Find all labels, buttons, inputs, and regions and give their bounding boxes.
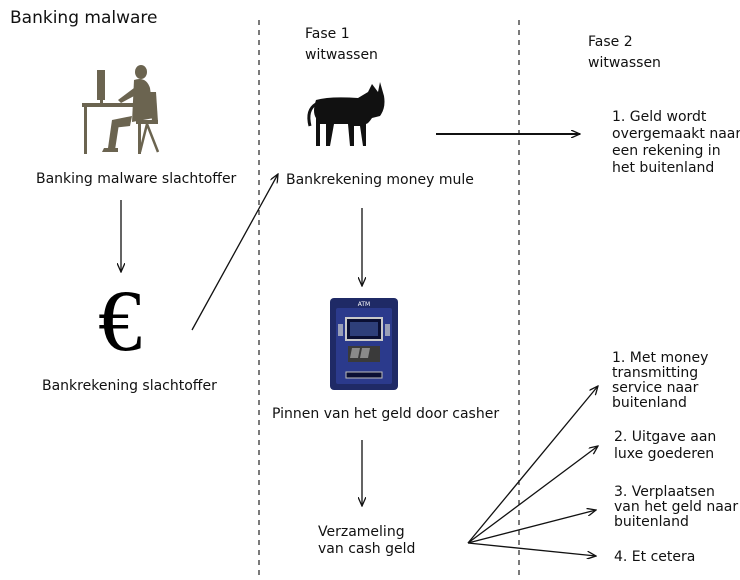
phase1-label-line2: witwassen bbox=[305, 47, 378, 63]
svg-text:€: € bbox=[98, 273, 142, 370]
arrow-collection-to-luxury bbox=[467, 446, 598, 544]
arrow-collection-to-etcetera bbox=[467, 542, 596, 556]
node-mule-account: Bankrekening money mule bbox=[286, 172, 474, 188]
outcome-move-abroad: 3. Verplaatsen van het geld naar buitenl… bbox=[614, 484, 739, 530]
atm-icon: ATM bbox=[330, 298, 398, 390]
outcome-money-transmitting: 1. Met money transmitting service naar b… bbox=[612, 350, 709, 411]
svg-text:ATM: ATM bbox=[358, 301, 370, 308]
arrow-collection-to-money-transmitting bbox=[467, 386, 598, 544]
person-at-computer-icon bbox=[82, 65, 160, 154]
arrow-account-to-mule bbox=[191, 174, 278, 331]
node-collection: Verzameling van cash geld bbox=[318, 524, 416, 557]
euro-sign-icon: € bbox=[98, 273, 142, 370]
node-casher: Pinnen van het geld door casher bbox=[272, 406, 500, 422]
donkey-icon bbox=[307, 82, 385, 146]
node-victim-account: Bankrekening slachtoffer bbox=[42, 378, 217, 394]
phase2-label-line1: Fase 2 bbox=[588, 34, 633, 50]
arrow-collection-to-move-abroad bbox=[467, 510, 596, 544]
phase1-label-line1: Fase 1 bbox=[305, 26, 350, 42]
outcome-luxury: 2. Uitgave aan luxe goederen bbox=[614, 429, 717, 462]
phase2-label-line2: witwassen bbox=[588, 55, 661, 71]
outcome-transfer-abroad: 1. Geld wordt overgemaakt naar een reken… bbox=[612, 109, 740, 176]
diagram-title: Banking malware bbox=[10, 8, 158, 28]
outcome-etcetera: 4. Et cetera bbox=[614, 549, 696, 565]
node-victim: Banking malware slachtoffer bbox=[36, 171, 237, 187]
